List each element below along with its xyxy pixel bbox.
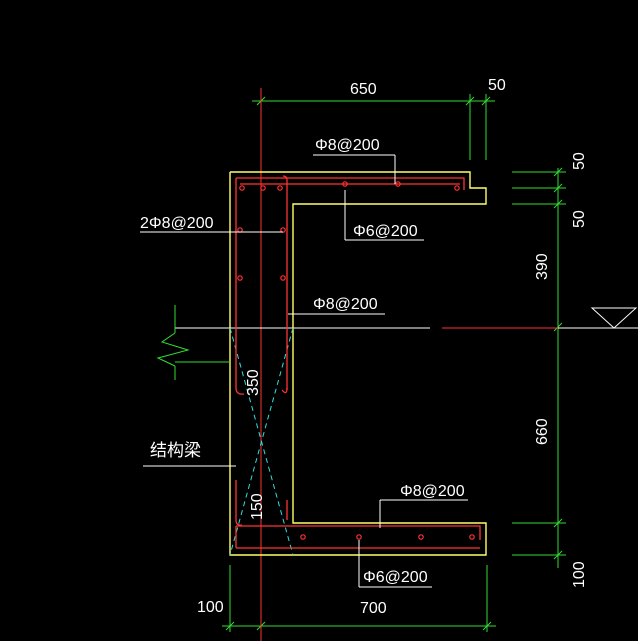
label-top-dist: Φ6@200 xyxy=(353,223,418,240)
dim-right-top-2: 50 xyxy=(571,210,588,228)
dim-right-top-1: 50 xyxy=(571,152,588,170)
structure-outline xyxy=(229,171,487,556)
label-bottom-dist: Φ6@200 xyxy=(363,569,428,586)
dim-top-lip: 50 xyxy=(488,77,506,94)
dim-top-width: 650 xyxy=(350,81,377,98)
label-bottom-bar: Φ8@200 xyxy=(400,483,465,500)
dim-inner-upper: 350 xyxy=(245,369,262,396)
dim-bottom-left: 100 xyxy=(197,599,224,616)
dim-inner-lower: 150 xyxy=(249,493,266,520)
label-beam: 结构梁 xyxy=(150,441,201,461)
label-top-bar: Φ8@200 xyxy=(315,137,380,154)
hidden-lines xyxy=(229,327,294,556)
dim-bottom-width: 700 xyxy=(360,600,387,617)
dim-right-mid: 390 xyxy=(534,253,551,280)
water-level xyxy=(175,307,638,329)
label-left-bar: 2Φ8@200 xyxy=(140,215,214,232)
break-line xyxy=(156,305,230,380)
rebar xyxy=(235,175,481,549)
label-mid-bar: Φ8@200 xyxy=(313,296,378,313)
leader-lines xyxy=(140,154,468,588)
dim-right-bottom: 100 xyxy=(571,561,588,588)
dim-right-lower: 660 xyxy=(534,418,551,445)
